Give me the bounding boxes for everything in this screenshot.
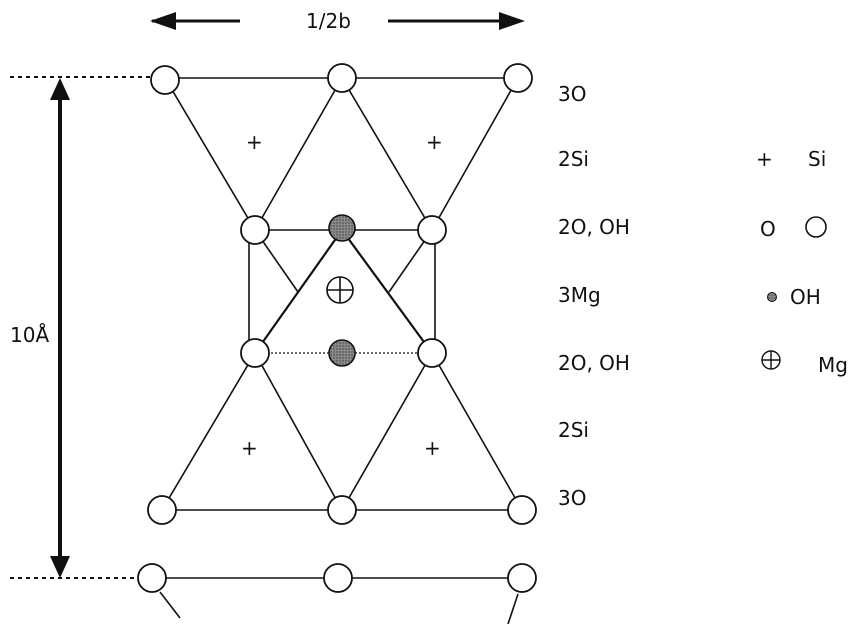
legend-si-symbol: + [756, 147, 773, 171]
oxygen-atom [137, 563, 167, 593]
layer-labels: 3O 2Si 2O, OH 3Mg 2O, OH 2Si 3O [558, 82, 630, 510]
layer-label: 2Si [558, 418, 589, 442]
oxygen-atom [417, 215, 447, 245]
layer-label: 3Mg [558, 283, 601, 307]
width-arrowhead-left [150, 12, 176, 30]
width-dimension: 1/2b [150, 9, 525, 33]
oxygen-atom [327, 495, 357, 525]
legend-mg-icon [761, 350, 781, 370]
oxygen-atom [323, 563, 353, 593]
bond-lines [152, 77, 523, 625]
legend-o-icon [805, 216, 827, 238]
oxygen-atom [503, 63, 533, 93]
silicon-plus: + [426, 130, 443, 154]
legend-o-label: O [760, 217, 776, 241]
height-arrowhead-bottom [50, 556, 70, 578]
oxygen-atom [147, 495, 177, 525]
magnesium-atom [326, 276, 354, 304]
oxygen-atom [507, 495, 537, 525]
legend: + Si O OH Mg [756, 147, 848, 377]
legend-si-label: Si [808, 147, 826, 171]
hydroxyl-atom [328, 339, 356, 367]
hydroxyl-atom [328, 214, 356, 242]
oxygen-atom [507, 563, 537, 593]
height-arrowhead-top [50, 78, 70, 100]
layer-label: 3O [558, 486, 586, 510]
height-label: 10Å [10, 323, 49, 347]
legend-mg-label: Mg [818, 353, 848, 377]
hydroxyl-groups [328, 214, 356, 367]
oxygen-atom [150, 65, 180, 95]
oxygen-atom [417, 338, 447, 368]
legend-oh-label: OH [790, 285, 821, 309]
oxygen-atom [240, 338, 270, 368]
height-dimension: 10Å [10, 76, 150, 579]
layer-label: 2O, OH [558, 215, 630, 239]
silicon-plus: + [424, 436, 441, 460]
width-label: 1/2b [306, 9, 351, 33]
silicon-plus: + [246, 130, 263, 154]
width-arrowhead-right [499, 12, 525, 30]
legend-oh-icon [767, 292, 777, 302]
layer-label: 3O [558, 82, 586, 106]
layer-label: 2Si [558, 147, 589, 171]
layer-label: 2O, OH [558, 351, 630, 375]
silicon-plus: + [241, 436, 258, 460]
oxygen-atoms [137, 63, 537, 593]
oxygen-atom [327, 63, 357, 93]
oxygen-atom [240, 215, 270, 245]
